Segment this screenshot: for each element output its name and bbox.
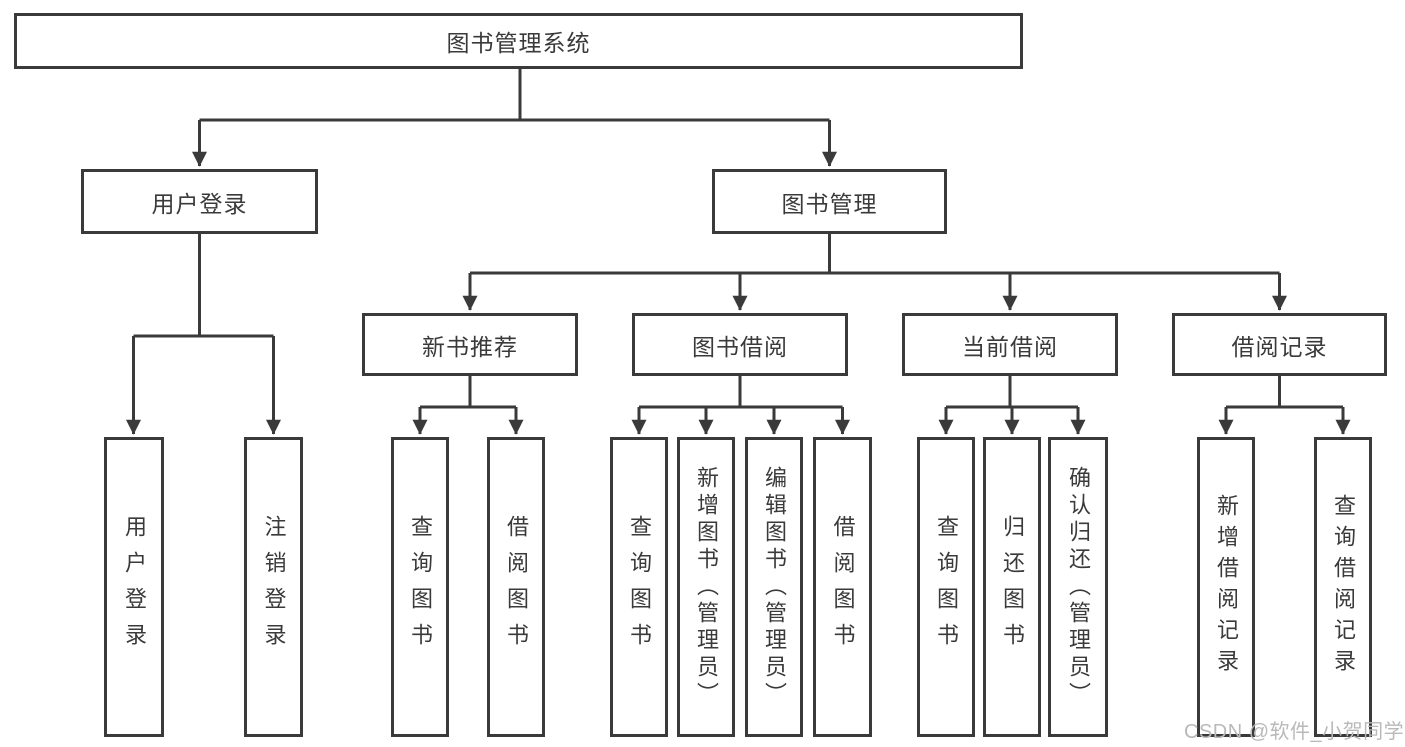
leaf-query-books-current: 查询图书 <box>917 437 975 737</box>
leaf-edit-books-admin: 编辑图书（管理员） <box>745 437 803 737</box>
leaf-label: 借阅图书 <box>830 515 856 659</box>
node-borrow-records: 借阅记录 <box>1172 313 1387 376</box>
leaf-label: 新增借阅记录 <box>1214 494 1239 680</box>
leaf-query-books-borrow: 查询图书 <box>610 437 668 737</box>
node-user-login: 用户登录 <box>81 169 318 234</box>
node-current-borrow: 当前借阅 <box>902 313 1118 376</box>
leaf-query-books-recommend: 查询图书 <box>391 437 449 737</box>
leaf-return-books: 归还图书 <box>983 437 1041 737</box>
leaf-label: 编辑图书（管理员） <box>762 465 787 709</box>
node-root-system: 图书管理系统 <box>14 13 1023 69</box>
leaf-label: 确认归还（管理员） <box>1066 465 1091 709</box>
leaf-query-borrow-record: 查询借阅记录 <box>1314 437 1372 737</box>
leaf-user-login: 用户登录 <box>104 437 164 737</box>
leaf-add-books-admin: 新增图书（管理员） <box>677 437 735 737</box>
node-book-management: 图书管理 <box>712 169 947 234</box>
node-new-book-recommend: 新书推荐 <box>362 313 578 376</box>
leaf-borrow-books: 借阅图书 <box>813 437 872 737</box>
leaf-label: 查询借阅记录 <box>1331 494 1356 680</box>
leaf-label: 用户登录 <box>122 515 147 659</box>
leaf-label: 查询图书 <box>934 515 959 659</box>
leaf-label: 查询图书 <box>408 515 433 659</box>
node-book-borrow: 图书借阅 <box>632 313 848 376</box>
leaf-logout: 注销登录 <box>244 437 303 737</box>
leaf-label: 归还图书 <box>1000 515 1025 659</box>
csdn-watermark: CSDN @软件_小贺同学 <box>1184 721 1405 743</box>
leaf-label: 查询图书 <box>627 515 652 659</box>
leaf-label: 注销登录 <box>261 515 287 659</box>
leaf-borrow-books-recommend: 借阅图书 <box>487 437 545 737</box>
leaf-label: 借阅图书 <box>504 515 529 659</box>
leaf-label: 新增图书（管理员） <box>694 465 719 709</box>
leaf-add-borrow-record: 新增借阅记录 <box>1197 437 1255 737</box>
leaf-confirm-return-admin: 确认归还（管理员） <box>1048 437 1108 737</box>
